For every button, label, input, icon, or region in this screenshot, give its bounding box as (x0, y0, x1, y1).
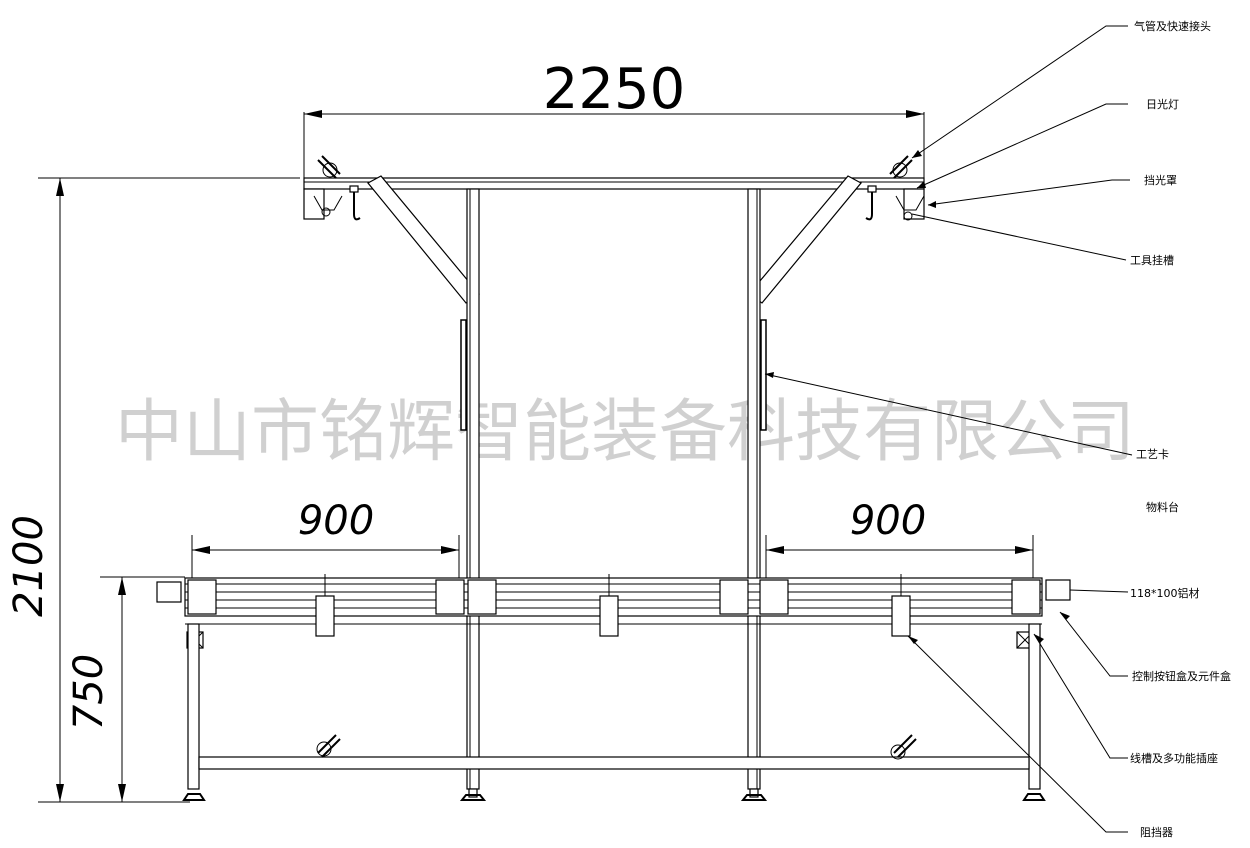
dimension-table-height: 750 (66, 576, 185, 802)
callout-aluminum-profile: 118*100铝材 (1130, 586, 1200, 600)
tool-hook-icon (349, 185, 877, 221)
callout-control-box: 控制按钮盒及元件盒 (1132, 669, 1231, 683)
callout-leaders (764, 25, 1133, 833)
air-pipe-fitting-icon (317, 155, 913, 179)
dimension-overall-width: 2250 (303, 57, 925, 182)
callout-stopper: 阻挡器 (1140, 825, 1173, 839)
callout-material-table: 物料台 (1146, 500, 1179, 514)
callout-light-shield: 挡光罩 (1144, 173, 1177, 187)
overall-width-label: 2250 (543, 57, 686, 122)
dimension-right-section: 900 (765, 498, 1034, 580)
overall-height-label: 2100 (6, 515, 52, 617)
right-section-label: 900 (850, 498, 926, 544)
left-section-label: 900 (298, 498, 374, 544)
table-height-label: 750 (66, 654, 112, 730)
vertical-posts (459, 188, 768, 801)
dimension-overall-height: 2100 (6, 177, 300, 803)
company-watermark: 中山市铭辉智能装备科技有限公司 (115, 393, 1135, 472)
stopper-icon (315, 574, 911, 637)
table-frame (182, 623, 1046, 801)
callout-air-pipe: 气管及快速接头 (1134, 19, 1211, 33)
process-card-holder (460, 319, 767, 431)
daylight-lamp-icon (313, 195, 925, 221)
dimension-left-section: 900 (191, 498, 460, 580)
diagonal-braces (367, 175, 862, 304)
lower-air-fitting-icon (316, 734, 917, 760)
callout-wire-trough: 线槽及多功能插座 (1130, 751, 1218, 765)
callout-daylight-lamp: 日光灯 (1146, 97, 1179, 111)
callout-process-card: 工艺卡 (1136, 448, 1169, 461)
callout-tool-hook-slot: 工具挂槽 (1130, 253, 1174, 267)
